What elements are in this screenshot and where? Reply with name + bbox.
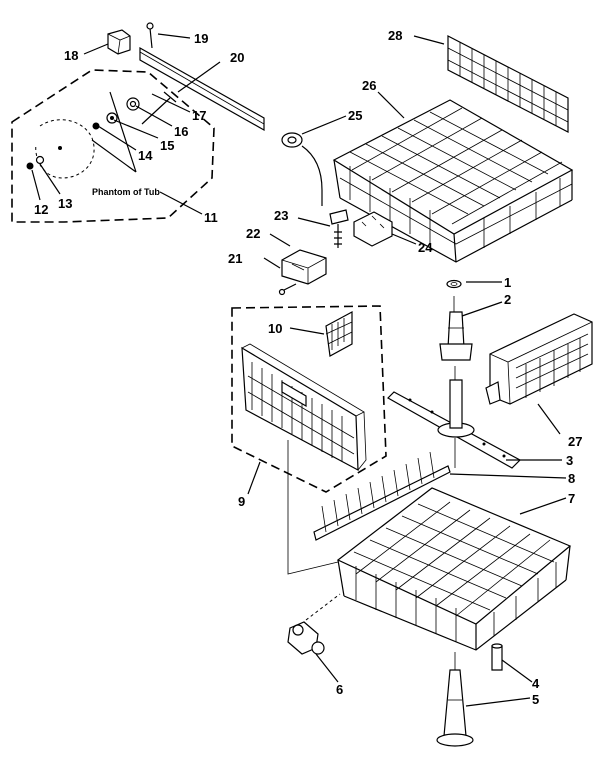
label-3: 3: [566, 453, 573, 468]
connector-lines: [287, 296, 456, 670]
rack-rail-assembly: [92, 22, 265, 132]
label-8: 8: [568, 471, 575, 486]
label-4: 4: [532, 676, 540, 691]
phantom-of-tub-caption: Phantom of Tub: [92, 187, 160, 197]
label-13: 13: [58, 196, 72, 211]
label-19: 19: [194, 31, 208, 46]
lower-rack: [336, 487, 572, 651]
label-11: 11: [204, 210, 218, 225]
label-9: 9: [238, 494, 245, 509]
label-18: 18: [64, 48, 78, 63]
label-5: 5: [532, 692, 539, 707]
part-number-labels: 1 2 3 4 5 6 7 8 9 10 11 12 13 14 15 16 1…: [34, 28, 582, 707]
rack-tine-row: [447, 35, 569, 133]
label-28: 28: [388, 28, 402, 43]
cutlery-basket: [485, 313, 593, 405]
label-24: 24: [418, 240, 433, 255]
label-16: 16: [174, 124, 188, 139]
label-25: 25: [348, 108, 362, 123]
lower-tine-row: [313, 451, 451, 541]
label-27: 27: [568, 434, 582, 449]
leader-lines: [31, 33, 567, 707]
label-1: 1: [504, 275, 511, 290]
silverware-insert-group: [231, 305, 387, 493]
rack-roller: [287, 593, 341, 655]
label-10: 10: [268, 321, 282, 336]
phantom-tub-outline: [11, 69, 215, 223]
label-12: 12: [34, 202, 48, 217]
label-20: 20: [230, 50, 244, 65]
label-6: 6: [336, 682, 343, 697]
label-23: 23: [274, 208, 288, 223]
label-15: 15: [160, 138, 174, 153]
water-hose-assembly: [278, 132, 393, 296]
label-17: 17: [192, 108, 206, 123]
label-7: 7: [568, 491, 575, 506]
label-26: 26: [362, 78, 376, 93]
label-22: 22: [246, 226, 260, 241]
spray-arm: [387, 379, 521, 469]
label-21: 21: [228, 251, 242, 266]
spray-tube: [436, 643, 503, 747]
spray-tower: [439, 279, 473, 361]
label-14: 14: [138, 148, 153, 163]
label-2: 2: [504, 292, 511, 307]
